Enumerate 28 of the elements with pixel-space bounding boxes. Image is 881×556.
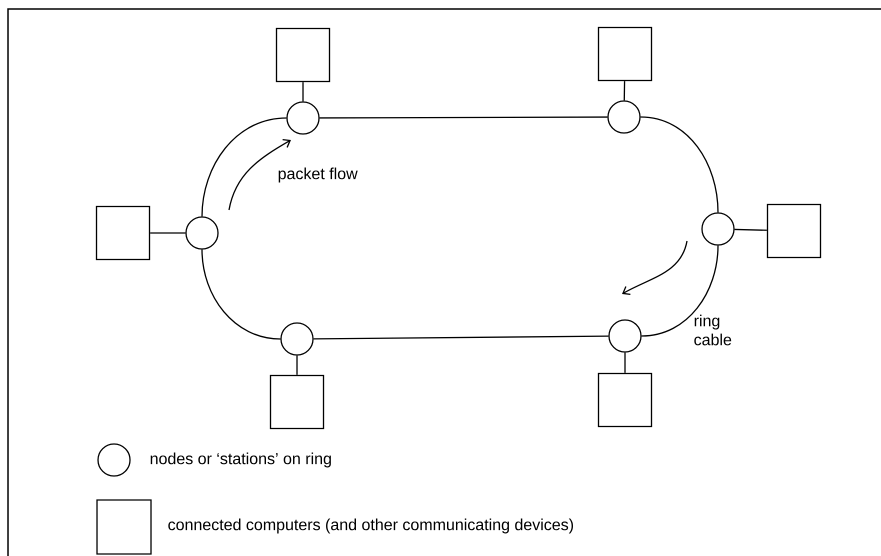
connector-line: [624, 81, 626, 100]
connector-line: [296, 356, 298, 375]
station-circle: [607, 100, 641, 134]
computer-box: [276, 28, 330, 82]
ring-cable: [314, 336, 608, 340]
legend-text: connected computers (and other communicating devices): [168, 518, 574, 534]
station-circle: [185, 216, 219, 250]
station-circle: [608, 319, 642, 353]
computer-box: [270, 374, 324, 430]
ring-cable: [201, 117, 286, 216]
connector-line: [150, 232, 186, 234]
computer-box: [96, 206, 150, 260]
connector-line: [302, 82, 304, 102]
legend-text: nodes or ‘stations’ on ring: [150, 452, 331, 468]
packet-flow-label: packet flow: [278, 168, 358, 182]
ring-cable: [640, 116, 719, 212]
ring-cable: [642, 246, 719, 337]
station-circle: [286, 101, 320, 135]
ring-cable-label: ring cable: [694, 314, 732, 346]
ring-cable: [320, 116, 608, 119]
station-circle: [280, 322, 314, 356]
station-circle: [701, 212, 735, 246]
connector-line: [734, 228, 767, 231]
computer-box: [766, 204, 822, 258]
computer-box: [598, 372, 652, 428]
connector-line: [624, 352, 626, 373]
ring-cable: [201, 250, 280, 340]
computer-box: [598, 26, 652, 82]
